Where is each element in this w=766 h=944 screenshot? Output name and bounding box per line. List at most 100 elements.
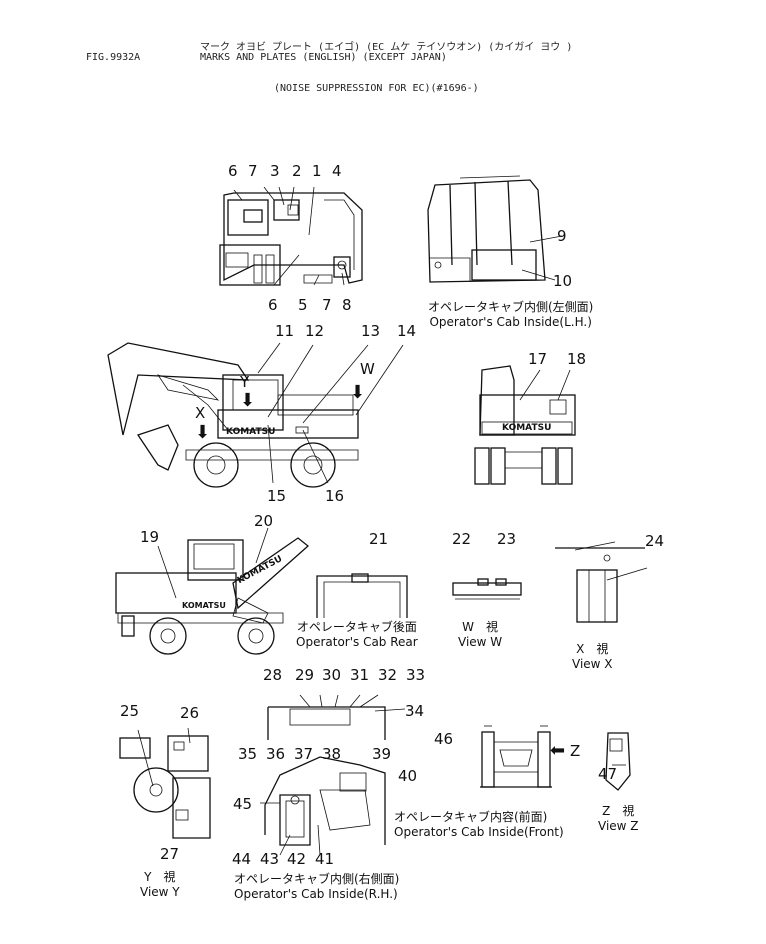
- callout-16: 16: [325, 487, 345, 505]
- caption-cab-rear: オペレータキャブ後面 Operator's Cab Rear: [296, 618, 418, 649]
- subtitle: (NOISE SUPPRESSION FOR EC)(#1696-): [274, 83, 479, 94]
- arrow-x-icon: ⬇: [195, 422, 211, 443]
- caption-view-z-jp: Z 視: [602, 804, 635, 818]
- svg-text:KOMATSU: KOMATSU: [236, 554, 284, 586]
- callout-21: 21: [369, 530, 389, 548]
- caption-view-z: Z 視 View Z: [598, 802, 639, 833]
- callout-12: 12: [305, 322, 325, 340]
- callout-7: 7: [248, 162, 258, 180]
- svg-text:KOMATSU: KOMATSU: [502, 423, 551, 433]
- callout-26: 26: [180, 704, 200, 722]
- arrow-w-icon: ⬇: [350, 382, 366, 403]
- caption-view-x: X 視 View X: [572, 640, 613, 671]
- cab-rear-drawing: [316, 573, 408, 618]
- caption-cab-front-en: Operator's Cab Inside(Front): [394, 825, 564, 839]
- callout-17: 17: [528, 350, 548, 368]
- callout-6b: 6: [268, 296, 278, 314]
- caption-cab-rear-jp: オペレータキャブ後面: [296, 620, 417, 634]
- cab-lh-drawing: [427, 175, 563, 283]
- caption-cab-rh: オペレータキャブ内側(右側面) Operator's Cab Inside(R.…: [234, 870, 399, 901]
- callout-31: 31: [350, 666, 370, 684]
- callout-7b: 7: [322, 296, 332, 314]
- callout-14: 14: [397, 322, 417, 340]
- callout-36: 36: [266, 745, 286, 763]
- caption-cab-lh: オペレータキャブ内側(左側面) Operator's Cab Inside(L.…: [428, 298, 593, 329]
- callout-10: 10: [553, 272, 573, 290]
- caption-view-w: W 視 View W: [458, 618, 502, 649]
- caption-view-y-en: View Y: [140, 885, 180, 899]
- view-letter-w: W: [360, 360, 375, 378]
- view-y-drawing: [119, 727, 211, 839]
- caption-view-x-en: View X: [572, 657, 613, 671]
- caption-cab-front-jp: オペレータキャブ内容(前面): [394, 810, 548, 824]
- arrow-z-icon: ⬅: [550, 740, 566, 761]
- callout-34: 34: [405, 702, 425, 720]
- view-w-drawing: [452, 578, 522, 600]
- cab-front-drawing: [480, 725, 552, 788]
- callout-44: 44: [232, 850, 252, 868]
- callout-42: 42: [287, 850, 307, 868]
- callout-38: 38: [322, 745, 342, 763]
- caption-cab-rear-en: Operator's Cab Rear: [296, 635, 418, 649]
- callout-13: 13: [361, 322, 381, 340]
- callout-39: 39: [372, 745, 392, 763]
- caption-view-y: Y 視 View Y: [140, 868, 180, 899]
- komatsu-logo-body: KOMATSU: [182, 601, 226, 610]
- callout-47: 47: [598, 765, 618, 783]
- callout-6: 6: [228, 162, 238, 180]
- caption-cab-rh-en: Operator's Cab Inside(R.H.): [234, 887, 398, 901]
- callout-11: 11: [275, 322, 295, 340]
- callout-45: 45: [233, 795, 253, 813]
- callout-33: 33: [406, 666, 426, 684]
- caption-view-y-jp: Y 視: [144, 870, 176, 884]
- arrow-y-icon: ⬇: [240, 390, 256, 411]
- caption-view-x-jp: X 視: [576, 642, 609, 656]
- view-letter-y: Y: [240, 373, 250, 391]
- view-letter-z: Z: [570, 742, 581, 760]
- svg-text:KOMATSU: KOMATSU: [182, 601, 226, 610]
- caption-cab-rh-jp: オペレータキャブ内側(右側面): [234, 872, 400, 886]
- callout-41: 41: [315, 850, 335, 868]
- caption-cab-front: オペレータキャブ内容(前面) Operator's Cab Inside(Fro…: [394, 808, 564, 839]
- callout-22: 22: [452, 530, 472, 548]
- callout-29: 29: [295, 666, 315, 684]
- excavator-side-drawing: [107, 342, 404, 488]
- callout-30: 30: [322, 666, 342, 684]
- callout-5: 5: [298, 296, 308, 314]
- callout-20: 20: [254, 512, 274, 530]
- view-letter-x: X: [195, 404, 206, 422]
- callout-43: 43: [260, 850, 280, 868]
- callout-2: 2: [292, 162, 302, 180]
- callout-37: 37: [294, 745, 314, 763]
- caption-cab-lh-jp: オペレータキャブ内側(左側面): [428, 300, 594, 314]
- callout-9: 9: [557, 227, 567, 245]
- title-english: MARKS AND PLATES (ENGLISH) (EXCEPT JAPAN…: [200, 52, 447, 63]
- callout-40: 40: [398, 767, 418, 785]
- callout-32: 32: [378, 666, 398, 684]
- caption-view-z-en: View Z: [598, 819, 639, 833]
- komatsu-logo-side: KOMATSU: [226, 427, 275, 437]
- title-kana: マーク オヨビ プレート (エイゴ) (EC ムケ テイソウオン) (カイガイ …: [200, 42, 573, 53]
- komatsu-logo-boom: KOMATSU: [236, 554, 284, 586]
- view-z-drawing: [605, 732, 631, 791]
- callout-4: 4: [332, 162, 342, 180]
- cab-rh-drawing: [260, 694, 406, 856]
- komatsu-logo-rear: KOMATSU: [502, 423, 551, 433]
- callout-19: 19: [140, 528, 160, 546]
- callout-18: 18: [567, 350, 587, 368]
- callout-23: 23: [497, 530, 517, 548]
- cab-interior-drawing: [219, 186, 363, 286]
- callout-28: 28: [263, 666, 283, 684]
- callout-25: 25: [120, 702, 140, 720]
- brand-text: KOMATSU: [226, 427, 275, 437]
- callout-3: 3: [270, 162, 280, 180]
- excavator-rear-drawing: [474, 365, 576, 485]
- callout-46: 46: [434, 730, 454, 748]
- callout-15: 15: [267, 487, 287, 505]
- view-x-drawing: [555, 541, 648, 623]
- figure-number: FIG.9932A: [86, 52, 141, 63]
- callout-35: 35: [238, 745, 258, 763]
- callout-8: 8: [342, 296, 352, 314]
- caption-view-w-en: View W: [458, 635, 503, 649]
- callout-24: 24: [645, 532, 665, 550]
